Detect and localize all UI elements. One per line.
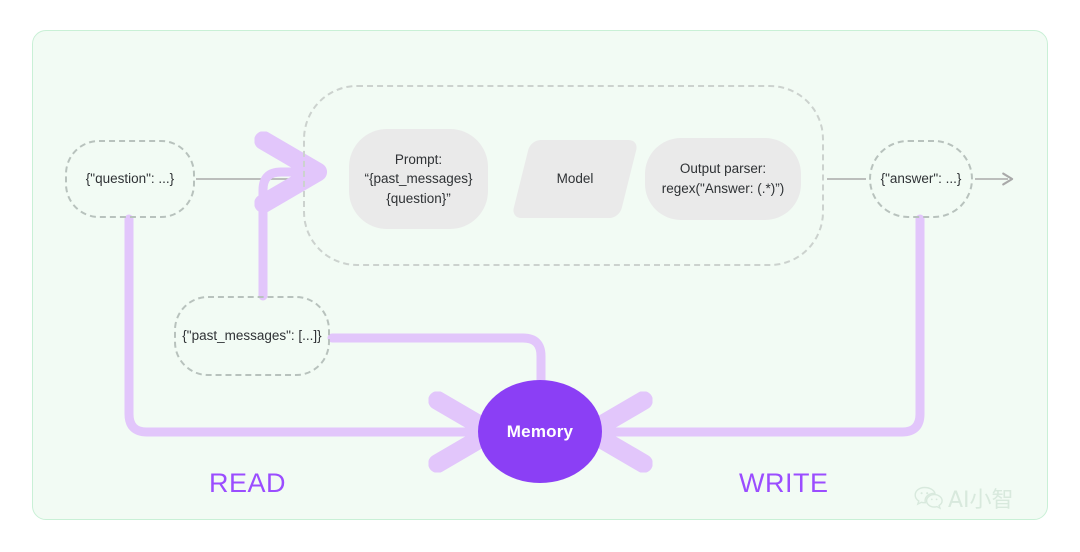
memory-node[interactable]: Memory bbox=[478, 380, 602, 483]
wechat-icon bbox=[914, 486, 943, 510]
prompt-line-1: Prompt: bbox=[394, 151, 443, 167]
watermark-text: AI小智 bbox=[948, 488, 1014, 513]
node-past-messages[interactable]: {"past_messages": [...]} bbox=[174, 296, 330, 376]
prompt-line-3: {question}” bbox=[386, 190, 451, 206]
parser-line-1: Output parser: bbox=[679, 161, 767, 177]
parser-line-2: regex("Answer: (.*)”) bbox=[661, 181, 785, 196]
prompt-line-2: “{past_messages} bbox=[364, 171, 473, 187]
model-label: Model bbox=[556, 171, 594, 187]
write-label: WRITE bbox=[739, 468, 829, 498]
node-past-messages-label: {"past_messages": [...]} bbox=[182, 327, 322, 343]
node-question[interactable]: {"question": ...} bbox=[65, 140, 195, 218]
watermark: AI小智 bbox=[914, 482, 1014, 514]
node-answer-label: {"answer": ...} bbox=[880, 170, 962, 186]
memory-label: Memory bbox=[506, 421, 574, 441]
node-question-label: {"question": ...} bbox=[85, 170, 175, 186]
chain-container bbox=[303, 85, 824, 266]
chain-step-prompt[interactable]: Prompt: “{past_messages} {question}” bbox=[349, 129, 488, 229]
node-answer[interactable]: {"answer": ...} bbox=[869, 140, 973, 218]
read-label: READ bbox=[209, 468, 287, 498]
chain-step-output-parser[interactable]: Output parser: regex("Answer: (.*)”) bbox=[645, 138, 801, 220]
chain-step-model[interactable]: Model bbox=[511, 140, 639, 218]
